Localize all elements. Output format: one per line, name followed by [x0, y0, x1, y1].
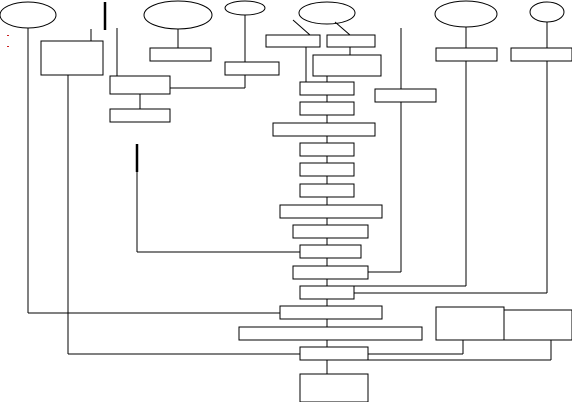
flow-box-end — [299, 373, 369, 402]
flow-box-s11 — [299, 285, 355, 300]
flow-box-s7 — [279, 204, 383, 219]
flow-box-r3 — [374, 88, 437, 103]
flow-box-r2 — [510, 47, 572, 62]
oval-node-6 — [529, 1, 565, 23]
oval-node-4 — [298, 1, 356, 25]
flow-box-b3 — [312, 54, 382, 77]
oval-node-3 — [224, 0, 266, 16]
flow-box-s9 — [299, 244, 362, 259]
flow-box-a3 — [109, 75, 171, 95]
flow-box-b2 — [326, 34, 376, 48]
flow-box-s13 — [238, 326, 423, 341]
oval-node-5 — [434, 0, 498, 28]
flow-box-s1 — [299, 81, 355, 96]
flow-box-side-left — [435, 306, 505, 341]
flow-box-left-tall — [40, 40, 104, 76]
connector-lines — [27, 15, 552, 374]
marker-dot-1 — [7, 35, 9, 36]
marker-dot-2 — [7, 46, 9, 47]
flow-box-b1 — [265, 34, 321, 48]
flow-box-s2 — [299, 101, 355, 116]
flow-box-s5 — [299, 162, 355, 177]
flow-box-s10 — [292, 265, 369, 280]
oval-node-1 — [0, 1, 57, 29]
flow-box-s14 — [299, 346, 369, 361]
flow-box-s3 — [272, 122, 376, 137]
flow-box-a4 — [109, 108, 171, 123]
flow-box-r1 — [435, 47, 498, 62]
flow-box-s12 — [279, 305, 383, 320]
oval-node-2 — [143, 0, 213, 30]
flow-box-side-right — [503, 309, 572, 341]
flow-box-s6 — [299, 183, 355, 198]
flow-box-s4 — [299, 142, 355, 157]
flow-box-a2 — [224, 61, 280, 76]
flow-box-a1 — [149, 47, 212, 62]
flow-box-s8 — [292, 224, 369, 239]
